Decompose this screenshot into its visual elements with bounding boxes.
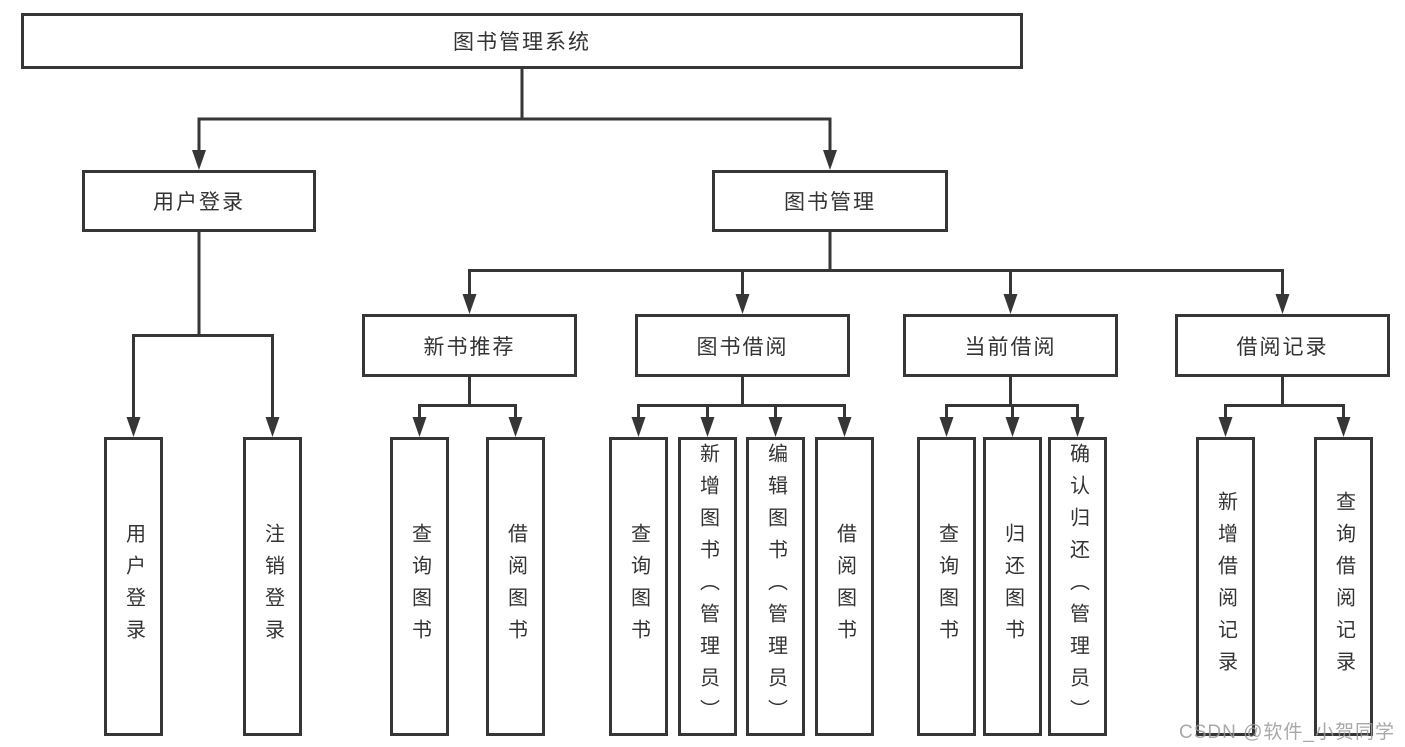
node-borrow-records: 借阅记录	[1175, 314, 1390, 377]
node-label: 用户登录	[153, 191, 245, 214]
node-label: 确认归还（管理员）	[1066, 442, 1089, 731]
csdn-watermark: CSDN @软件_小贺同学	[1179, 722, 1395, 743]
node-label: 借阅记录	[1236, 335, 1329, 359]
node-leaf-add-borrow-record: 新增借阅记录	[1196, 437, 1255, 736]
arrowheads	[126, 150, 1351, 437]
arrow-down-icon	[1070, 417, 1085, 437]
node-leaf-edit-book-admin: 编辑图书（管理员）	[746, 437, 805, 736]
node-label: 借阅图书	[504, 522, 527, 651]
node-label: 借阅图书	[833, 522, 856, 651]
node-label: 注销登录	[261, 522, 284, 651]
node-new-book-recommend: 新书推荐	[362, 314, 577, 377]
node-leaf-add-book-admin: 新增图书（管理员）	[678, 437, 737, 736]
arrow-down-icon	[837, 417, 852, 437]
arrow-down-icon	[1218, 417, 1233, 437]
connector-root	[197, 69, 832, 156]
arrow-down-icon	[265, 417, 280, 437]
arrow-down-icon	[192, 150, 206, 170]
node-leaf-confirm-return-admin: 确认归还（管理员）	[1048, 437, 1107, 736]
arrow-down-icon	[735, 294, 750, 314]
arrow-down-icon	[412, 417, 427, 437]
node-leaf-user-login: 用户登录	[104, 437, 163, 736]
arrow-down-icon	[939, 417, 954, 437]
arrow-down-icon	[700, 417, 715, 437]
node-user-login: 用户登录	[82, 170, 316, 232]
connector-book-borrow	[637, 377, 846, 420]
node-label: 图书管理系统	[453, 31, 591, 54]
connector-current-borrow	[945, 377, 1079, 420]
node-label: 编辑图书（管理员）	[764, 442, 787, 731]
arrow-down-icon	[1336, 417, 1351, 437]
arrow-down-icon	[508, 417, 523, 437]
node-leaf-query-book-2: 查询图书	[609, 437, 668, 736]
node-leaf-borrow-book-1: 借阅图书	[486, 437, 545, 736]
arrow-down-icon	[768, 417, 783, 437]
node-label: 归还图书	[1001, 522, 1024, 651]
node-label: 查询图书	[935, 522, 958, 651]
node-label: 新书推荐	[423, 335, 516, 359]
connector-new-book-rec	[418, 377, 517, 420]
arrow-down-icon	[462, 294, 477, 314]
node-leaf-borrow-book-2: 借阅图书	[815, 437, 874, 736]
node-label: 新增借阅记录	[1214, 490, 1237, 683]
node-label: 图书借阅	[696, 335, 789, 359]
connector-book-mgmt	[468, 232, 1284, 298]
node-label: 查询图书	[408, 522, 431, 651]
arrow-down-icon	[1275, 294, 1290, 314]
arrow-down-icon	[1005, 417, 1020, 437]
arrow-down-icon	[823, 150, 837, 170]
arrow-down-icon	[126, 417, 141, 437]
node-label: 图书管理	[784, 191, 876, 214]
node-leaf-query-borrow-record: 查询借阅记录	[1314, 437, 1373, 736]
node-label: 当前借阅	[964, 335, 1057, 359]
arrow-down-icon	[631, 417, 646, 437]
node-book-management: 图书管理	[712, 170, 948, 232]
node-leaf-logout: 注销登录	[243, 437, 302, 736]
node-label: 用户登录	[122, 522, 145, 651]
arrow-down-icon	[1003, 294, 1018, 314]
node-label: 查询图书	[627, 522, 650, 651]
node-leaf-query-book-1: 查询图书	[390, 437, 449, 736]
node-library-management-system: 图书管理系统	[21, 13, 1023, 69]
node-leaf-return-book: 归还图书	[983, 437, 1042, 736]
node-current-borrow: 当前借阅	[903, 314, 1118, 377]
connector-borrow-records	[1224, 377, 1345, 420]
node-leaf-query-book-3: 查询图书	[917, 437, 976, 736]
node-label: 查询借阅记录	[1332, 490, 1355, 683]
connector-user-login	[132, 232, 274, 420]
node-book-borrow: 图书借阅	[635, 314, 850, 377]
node-label: 新增图书（管理员）	[696, 442, 719, 731]
